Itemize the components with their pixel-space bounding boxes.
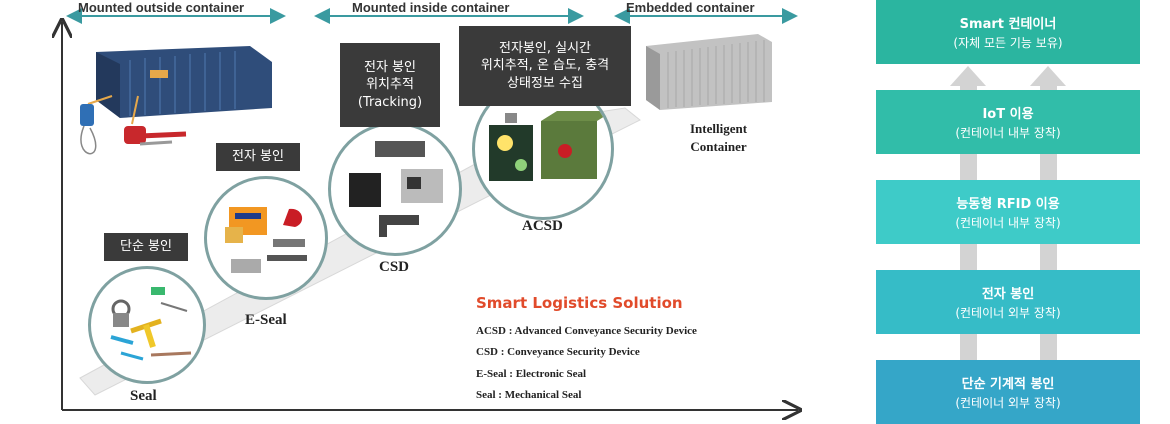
legend-csd: CSD : Conveyance Security Device bbox=[476, 346, 640, 358]
level-title: 능동형 RFID 이용 bbox=[956, 197, 1060, 212]
csd-image bbox=[349, 141, 443, 237]
legend-acsd: ACSD : Advanced Conveyance Security Devi… bbox=[476, 325, 697, 337]
level-active-rfid: 능동형 RFID 이용 (컨테이너 내부 장착) bbox=[876, 180, 1140, 244]
stage-eseal-label: E-Seal bbox=[245, 312, 287, 328]
csd-circle bbox=[328, 122, 462, 256]
up-arrow-left-icon bbox=[950, 66, 986, 86]
level-title: 전자 봉인 bbox=[981, 287, 1035, 302]
stage-csd-label: CSD bbox=[379, 259, 410, 275]
eseal-image bbox=[225, 207, 307, 273]
level-title: IoT 이용 bbox=[982, 107, 1034, 122]
bolt-seal-image bbox=[124, 126, 187, 146]
solution-title: Smart Logistics Solution bbox=[476, 294, 683, 312]
level-iot: IoT 이용 (컨테이너 내부 장착) bbox=[876, 90, 1140, 154]
acsd-image bbox=[489, 111, 611, 181]
range-embedded-label: Embedded container bbox=[626, 0, 755, 15]
level-mechanical-seal: 단순 기계적 봉인 (컨테이너 외부 장착) bbox=[876, 360, 1140, 424]
level-electronic-seal: 전자 봉인 (컨테이너 외부 장착) bbox=[876, 270, 1140, 334]
level-title: Smart 컨테이너 bbox=[959, 17, 1057, 32]
seal-image bbox=[110, 287, 192, 361]
callout-csd: 전자 봉인 위치추적 (Tracking) bbox=[340, 43, 440, 127]
legend-seal: Seal : Mechanical Seal bbox=[476, 389, 582, 401]
level-smart-container: Smart 컨테이너 (자체 모든 기능 보유) bbox=[876, 0, 1140, 64]
callout-acsd: 전자봉인, 실시간 위치추적, 온 습도, 충격 상태정보 수집 bbox=[459, 26, 631, 106]
legend-eseal: E-Seal : Electronic Seal bbox=[476, 368, 587, 380]
eseal-circle bbox=[204, 176, 328, 300]
gray-container-image bbox=[646, 34, 772, 110]
seal-circle bbox=[88, 266, 206, 384]
blue-container-image bbox=[87, 46, 272, 125]
level-subtitle: (컨테이너 내부 장착) bbox=[955, 216, 1061, 230]
level-title: 단순 기계적 봉인 bbox=[961, 377, 1055, 392]
stage-acsd-label: ACSD bbox=[522, 218, 563, 234]
range-inside-label: Mounted inside container bbox=[352, 0, 510, 15]
stage-seal-label: Seal bbox=[130, 388, 157, 404]
range-outside-label: Mounted outside container bbox=[78, 0, 245, 15]
level-subtitle: (컨테이너 외부 장착) bbox=[955, 306, 1061, 320]
callout-eseal: 전자 봉인 bbox=[216, 143, 300, 171]
stage-intelligent-label: Intelligent Container bbox=[690, 121, 748, 154]
level-subtitle: (자체 모든 기능 보유) bbox=[953, 36, 1063, 50]
level-subtitle: (컨테이너 외부 장착) bbox=[955, 396, 1061, 410]
level-subtitle: (컨테이너 내부 장착) bbox=[955, 126, 1061, 140]
callout-seal: 단순 봉인 bbox=[104, 233, 188, 261]
cable-seal-image bbox=[80, 104, 97, 155]
up-arrow-right-icon bbox=[1030, 66, 1066, 86]
